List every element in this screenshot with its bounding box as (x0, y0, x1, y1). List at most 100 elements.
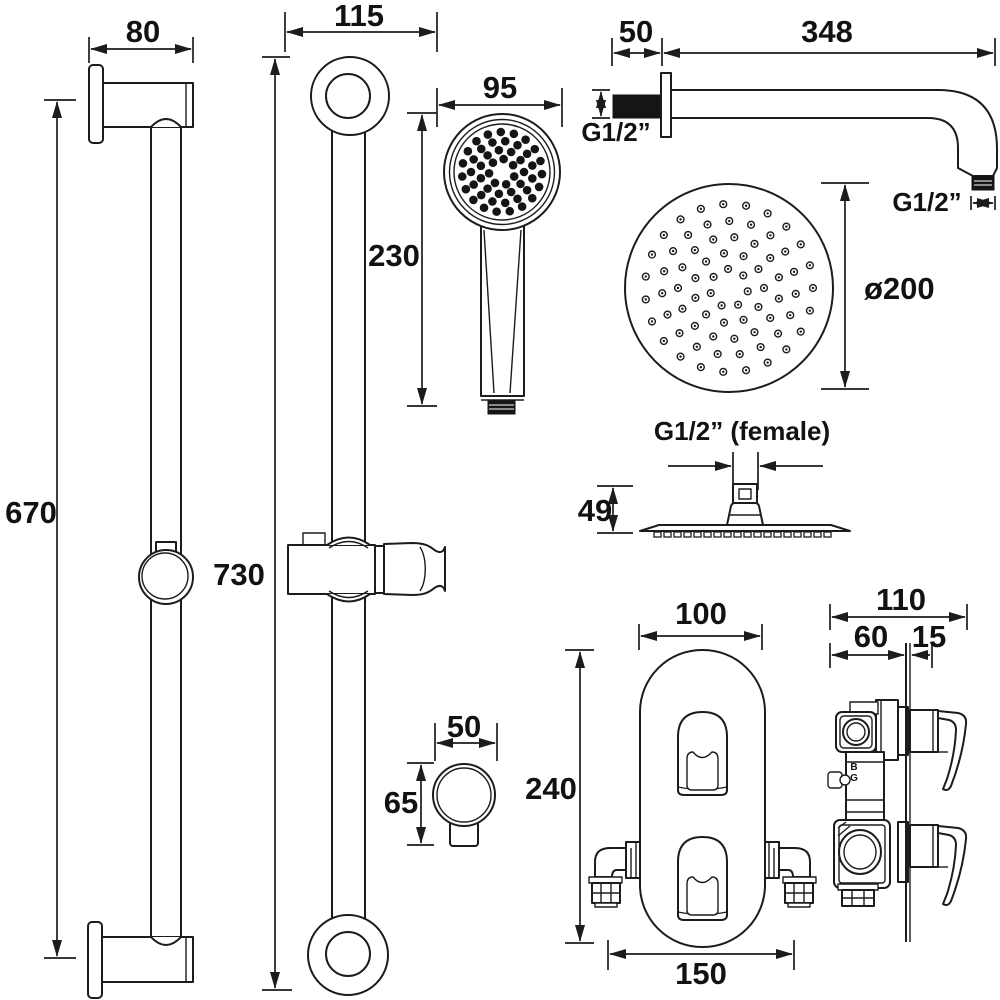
nozzle-ring-center (650, 253, 654, 256)
dim-label-230: 230 (368, 238, 420, 273)
stub-facets (768, 842, 775, 878)
dim-holder-depth: 115 (284, 0, 438, 52)
nozzle-dot (501, 180, 511, 189)
nozzle-ring-center (749, 223, 753, 226)
nozzle-dot (476, 144, 486, 154)
nozzle-dot (530, 144, 540, 154)
nozzle-ring-center (757, 267, 760, 271)
nozzle-ring-center (753, 330, 756, 334)
nozzle-ring-center (694, 296, 697, 300)
slide-rail-side-view: 115 730 (213, 0, 446, 996)
arm-wall-flange (660, 72, 672, 138)
nozzle-dot (500, 136, 510, 146)
dim-label-d200: ø200 (864, 271, 935, 306)
dim-rail-alt-height: 730 (213, 56, 292, 991)
dim-handset-diameter: 95 (436, 70, 563, 127)
nozzle-ring-center (678, 331, 681, 335)
nozzle-ring-center (712, 335, 715, 338)
handset-holder (287, 532, 446, 603)
head-front-view: ø200 (624, 182, 935, 393)
nozzle-ring-center (746, 290, 749, 293)
nozzle-ring-center (759, 345, 762, 349)
nozzle-ring-center (644, 298, 647, 301)
nozzle-dot (509, 172, 519, 181)
dim-label-110: 110 (876, 582, 926, 617)
handle-grip-cutout (686, 751, 719, 791)
nozzle-dot (496, 127, 506, 137)
nozzle-tooth (763, 531, 772, 538)
dim-label-65: 65 (384, 785, 418, 820)
dim-label-15: 15 (912, 619, 946, 654)
bottom-bracket-tube-notch (150, 936, 182, 946)
nozzle-dot (463, 146, 473, 156)
nozzle-dot (488, 138, 497, 147)
lever-hub (909, 709, 939, 753)
nozzle-ring-center (744, 369, 748, 372)
holder-joint-band (374, 545, 385, 594)
dim-rail-height: 670 (5, 99, 76, 959)
nozzle-ring-center (744, 204, 748, 207)
nozzle-ring-center (777, 276, 781, 279)
nozzle-dot (527, 193, 537, 203)
nozzle-ring-center (799, 330, 802, 333)
nozzle-ring-center (757, 305, 760, 309)
nozzle-ring-center (722, 252, 726, 255)
nozzle-ring-center (792, 270, 796, 274)
connector-collar (726, 502, 764, 526)
holder-saddle-top-inner (328, 540, 369, 549)
handset-nozzle-dots (457, 127, 547, 216)
holder-saddle-bottom-inner (328, 590, 369, 599)
nozzle-ring-center (662, 233, 666, 237)
lever-blade (937, 825, 968, 906)
nozzle-dot (522, 149, 532, 159)
nozzle-dot (508, 160, 518, 170)
nozzle-ring-center (716, 352, 719, 356)
nozzle-dot (492, 207, 501, 216)
valve-front-view: 100 240 150 (525, 596, 817, 991)
top-lever-handle (909, 709, 968, 791)
nozzle-dot (536, 156, 545, 166)
nut-facets (785, 883, 813, 903)
nozzle-dot (461, 184, 471, 194)
nozzle-dot (472, 136, 481, 146)
dim-label-348: 348 (801, 14, 853, 49)
holder-cup (383, 542, 446, 596)
lever-hub (909, 824, 939, 868)
dim-behind-wall: 60 (829, 619, 905, 668)
head-face-outer (624, 183, 834, 393)
nozzle-dot (522, 185, 532, 195)
nozzle-ring-center (662, 270, 666, 273)
nozzle-ring-center (712, 275, 715, 279)
nozzle-ring-center (679, 218, 682, 221)
nozzle-dot (509, 129, 519, 139)
nozzle-ring-center (742, 318, 745, 322)
left-elbow (588, 841, 641, 908)
nozzle-dot (479, 203, 489, 213)
right-elbow (764, 841, 817, 908)
nozzle-dot (488, 197, 497, 206)
nozzle-ring-center (722, 202, 725, 206)
nozzle-dot (528, 174, 537, 183)
bottom-wall-flange (87, 921, 103, 999)
nozzle-tooth (673, 531, 682, 538)
nozzle-ring-center (742, 274, 745, 277)
top-bracket-tube-notch (150, 118, 182, 128)
wall-outlet-view: 50 65 (384, 709, 498, 847)
column-divisions (846, 761, 884, 813)
nozzle-dot (466, 167, 476, 177)
nut-lip (594, 902, 618, 908)
nozzle-ring-center (726, 267, 730, 271)
label-g12-female: G1/2” (female) (654, 416, 830, 446)
nozzle-dot (519, 167, 529, 177)
dim-label-50b: 50 (447, 709, 481, 744)
dim-head-depth: 49 (578, 485, 633, 534)
nozzle-ring-center (733, 236, 736, 239)
nozzle-dot (484, 168, 494, 178)
nozzle-tooth (683, 531, 692, 538)
nozzle-tooth (733, 531, 742, 538)
nozzle-ring-center (709, 291, 712, 295)
nozzle-tooth (783, 531, 792, 538)
